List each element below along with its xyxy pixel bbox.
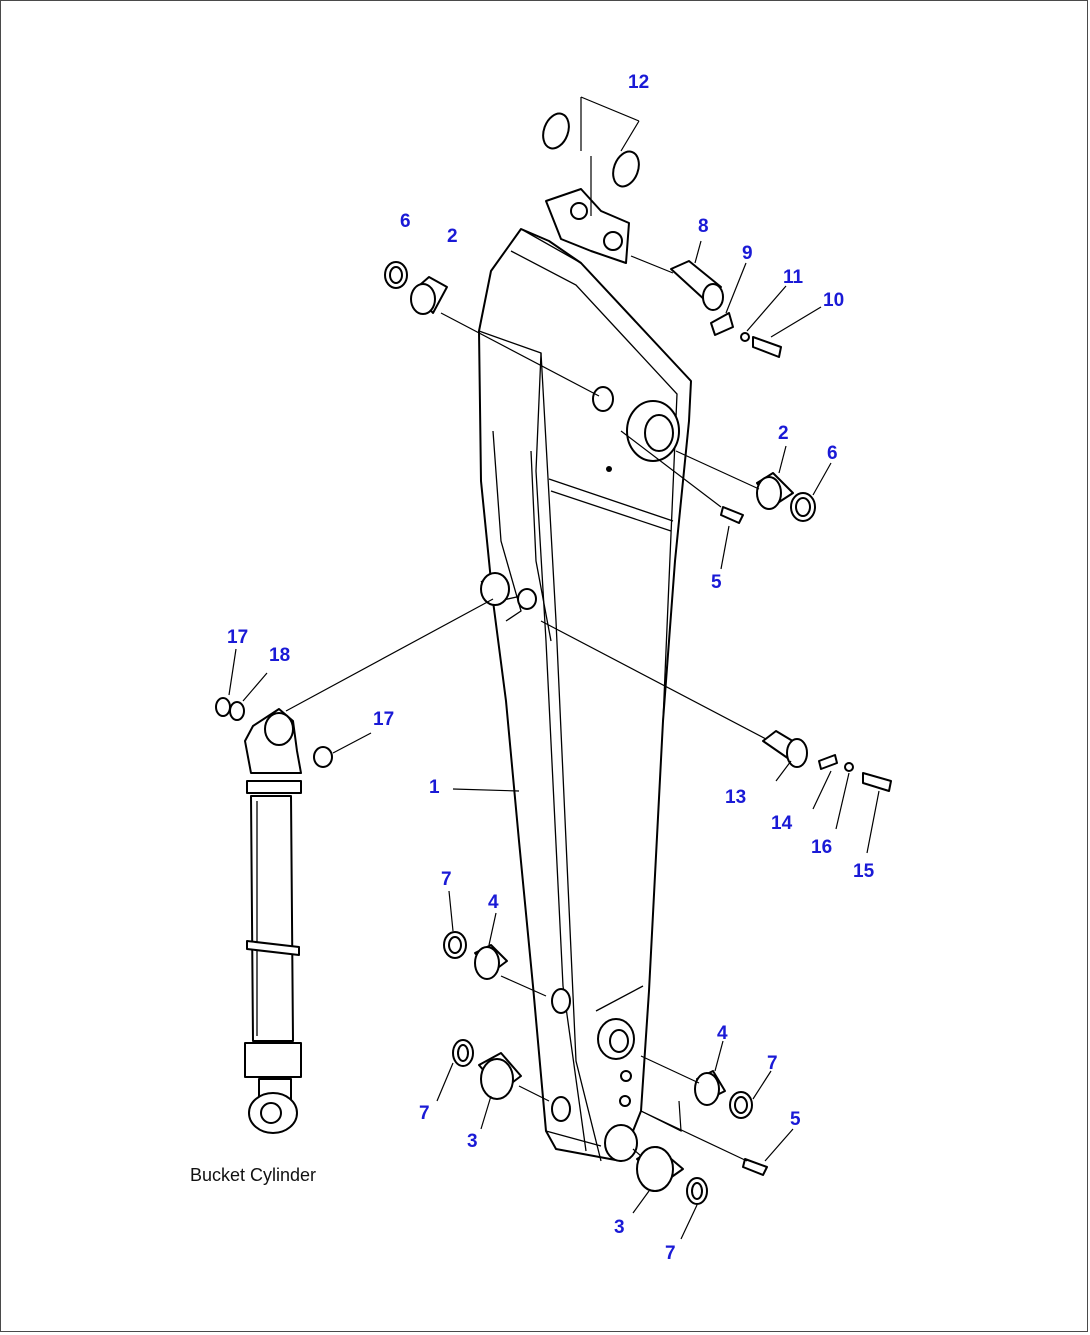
callout-5-lower: 5 [790, 1109, 801, 1130]
part-13-pin-assembly [540, 620, 892, 854]
callout-5: 5 [711, 572, 722, 593]
leader-1 [452, 788, 520, 792]
part-3-bushing-left [436, 1039, 550, 1130]
part-2-bushing-right [675, 445, 832, 522]
part-12-shims [542, 96, 640, 216]
callout-17: 17 [227, 627, 248, 648]
part-5-grease-fitting-upper [620, 430, 744, 570]
callout-11: 11 [783, 267, 804, 288]
callout-8: 8 [698, 216, 709, 237]
callout-6-right: 6 [827, 443, 838, 464]
bucket-cylinder-caption: Bucket Cylinder [190, 1165, 316, 1185]
callout-3: 3 [467, 1131, 478, 1152]
callout-1: 1 [429, 777, 440, 798]
callout-6: 6 [400, 211, 411, 232]
callout-15: 15 [853, 861, 875, 882]
callout-16: 16 [811, 837, 832, 858]
callout-17-right: 17 [373, 709, 394, 730]
callout-14: 14 [771, 813, 793, 834]
callouts: 12 6 2 8 9 11 10 2 6 5 17 18 17 1 13 14 … [227, 72, 875, 1264]
callout-10: 10 [823, 290, 844, 311]
part-8-pin-assembly [630, 240, 822, 358]
callout-2-right: 2 [778, 423, 789, 444]
part-2-bushing-upper [384, 261, 600, 397]
bucket-cylinder [215, 598, 494, 1134]
callout-4: 4 [488, 892, 499, 913]
callout-7-lower: 7 [665, 1243, 676, 1264]
callout-18: 18 [269, 645, 290, 666]
callout-3-lower: 3 [614, 1217, 625, 1238]
callout-7-right: 7 [767, 1053, 778, 1074]
callout-7: 7 [441, 869, 452, 890]
callout-7-lower-left: 7 [419, 1103, 430, 1124]
callout-2: 2 [447, 226, 458, 247]
part-4-bushing-left [443, 890, 547, 997]
callout-12: 12 [628, 72, 649, 93]
callout-9: 9 [742, 243, 753, 264]
part-3-bushing-right [632, 1100, 708, 1240]
callout-4-right: 4 [717, 1023, 728, 1044]
callout-13: 13 [725, 787, 746, 808]
part-5-grease-fitting-lower [640, 1110, 794, 1176]
part-4-bushing-right [640, 1040, 772, 1119]
arm-body [478, 188, 692, 1162]
